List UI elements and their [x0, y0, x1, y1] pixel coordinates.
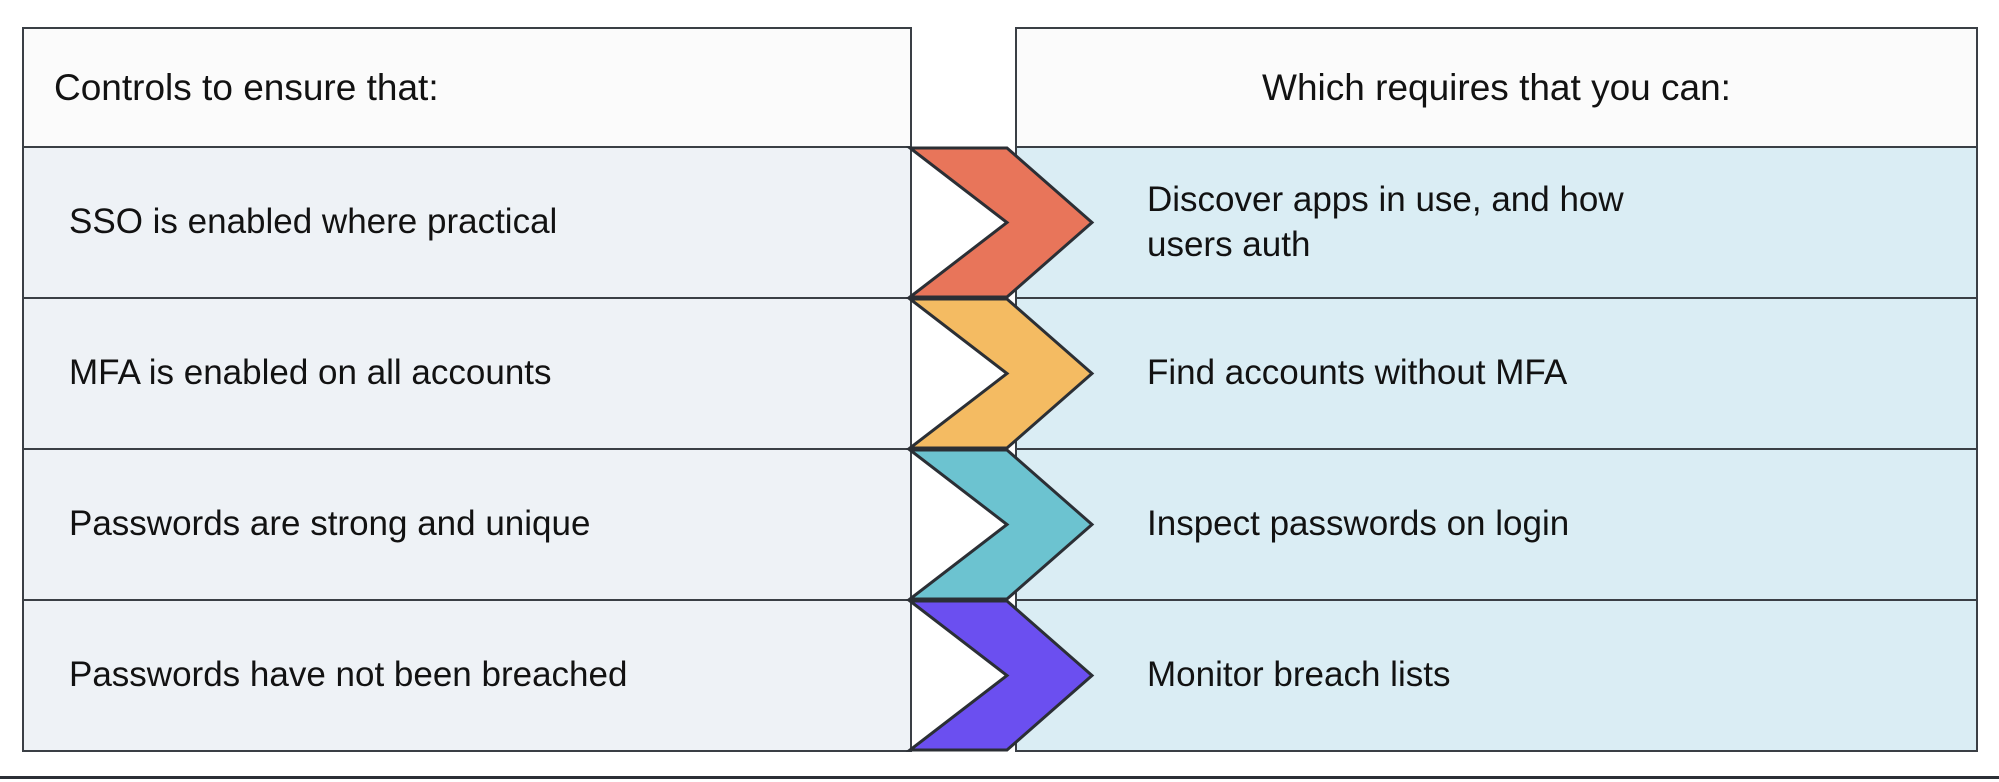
requirement-label-inspect-passwords: Inspect passwords on login	[1147, 504, 1570, 544]
requirement-cell-monitor-breach: Monitor breach lists	[1015, 601, 1978, 752]
control-label-password-strength: Passwords are strong and unique	[69, 504, 591, 544]
controls-header-label: Controls to ensure that:	[54, 66, 439, 108]
requirements-column: Which requires that you can: Discover ap…	[1015, 27, 1978, 752]
requirement-cell-find-accounts: Find accounts without MFA	[1015, 299, 1978, 450]
requirement-cell-discover-apps: Discover apps in use, and how users auth	[1015, 148, 1978, 299]
control-label-mfa: MFA is enabled on all accounts	[69, 353, 552, 393]
control-cell-mfa: MFA is enabled on all accounts	[22, 299, 912, 450]
control-cell-sso: SSO is enabled where practical	[22, 148, 912, 299]
requirements-header-label: Which requires that you can:	[1262, 66, 1731, 108]
requirement-cell-inspect-passwords: Inspect passwords on login	[1015, 450, 1978, 601]
control-cell-breach: Passwords have not been breached	[22, 601, 912, 752]
requirement-label-discover-apps: Discover apps in use, and how users auth	[1147, 180, 1624, 264]
control-label-breach: Passwords have not been breached	[69, 655, 628, 695]
controls-column-header: Controls to ensure that:	[22, 27, 912, 148]
requirement-label-monitor-breach: Monitor breach lists	[1147, 655, 1451, 695]
control-label-sso: SSO is enabled where practical	[69, 202, 558, 242]
controls-column: Controls to ensure that: SSO is enabled …	[22, 27, 912, 752]
control-cell-password-strength: Passwords are strong and unique	[22, 450, 912, 601]
requirements-column-header: Which requires that you can:	[1015, 27, 1978, 148]
bottom-divider-rule	[0, 776, 1999, 779]
requirement-label-find-accounts: Find accounts without MFA	[1147, 353, 1568, 393]
